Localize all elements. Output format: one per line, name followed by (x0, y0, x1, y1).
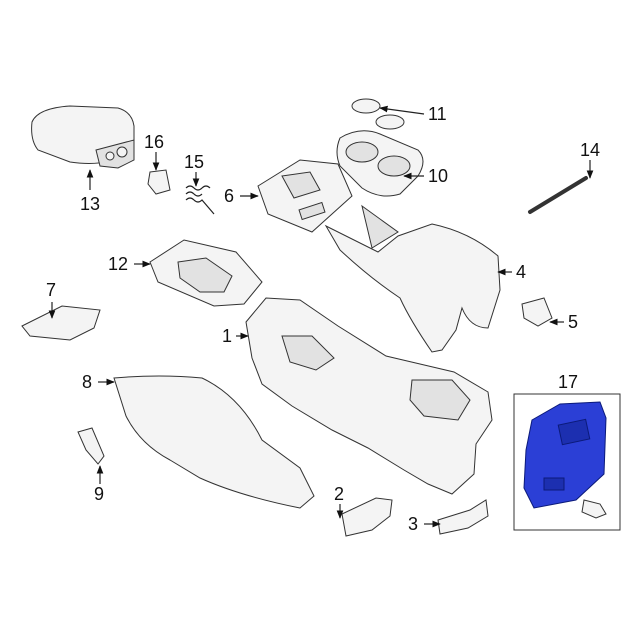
callout-10: 10 (428, 166, 448, 186)
callout-6: 6 (224, 186, 234, 206)
spring-part[interactable] (185, 185, 215, 215)
armrest-lid-part[interactable] (31, 105, 135, 169)
callout-2: 2 (334, 484, 344, 504)
callout-3: 3 (408, 514, 418, 534)
trim-rod-part[interactable] (528, 176, 588, 214)
callout-15: 15 (184, 152, 204, 172)
bracket-part[interactable] (341, 497, 393, 537)
cup-holder-insert-rings[interactable] (351, 98, 405, 130)
shift-bezel-part[interactable] (149, 239, 263, 307)
callout-7: 7 (46, 280, 56, 300)
callout-8: 8 (82, 372, 92, 392)
leader-lines (48, 105, 594, 528)
retainer-clip-part[interactable] (77, 427, 105, 465)
callout-13: 13 (80, 194, 100, 214)
plug-part[interactable] (581, 499, 607, 519)
highlight-frame (513, 393, 621, 531)
callout-9: 9 (94, 484, 104, 504)
bracket-clip-part[interactable] (521, 297, 553, 327)
callout-14: 14 (580, 140, 600, 160)
console-side-trim-part[interactable] (113, 375, 315, 509)
callout-17: 17 (558, 372, 578, 392)
callout-5: 5 (568, 312, 578, 332)
shifter-trim-part[interactable] (257, 159, 353, 233)
rear-bracket-part[interactable] (437, 499, 489, 535)
callout-16: 16 (144, 132, 164, 152)
callout-12: 12 (108, 254, 128, 274)
callout-11: 11 (428, 104, 447, 124)
clip-part[interactable] (147, 169, 171, 195)
console-pad-part[interactable] (21, 305, 101, 341)
console-body-part[interactable] (245, 297, 493, 495)
console-side-panel-part[interactable] (324, 204, 501, 353)
callout-4: 4 (516, 262, 526, 282)
cup-holder-part[interactable] (336, 130, 424, 197)
rear-vent-assembly-part[interactable] (523, 401, 607, 509)
callout-1: 1 (222, 326, 232, 346)
callout-labels: 13 16 15 6 11 10 14 12 4 5 7 1 8 17 9 2 … (46, 104, 600, 534)
